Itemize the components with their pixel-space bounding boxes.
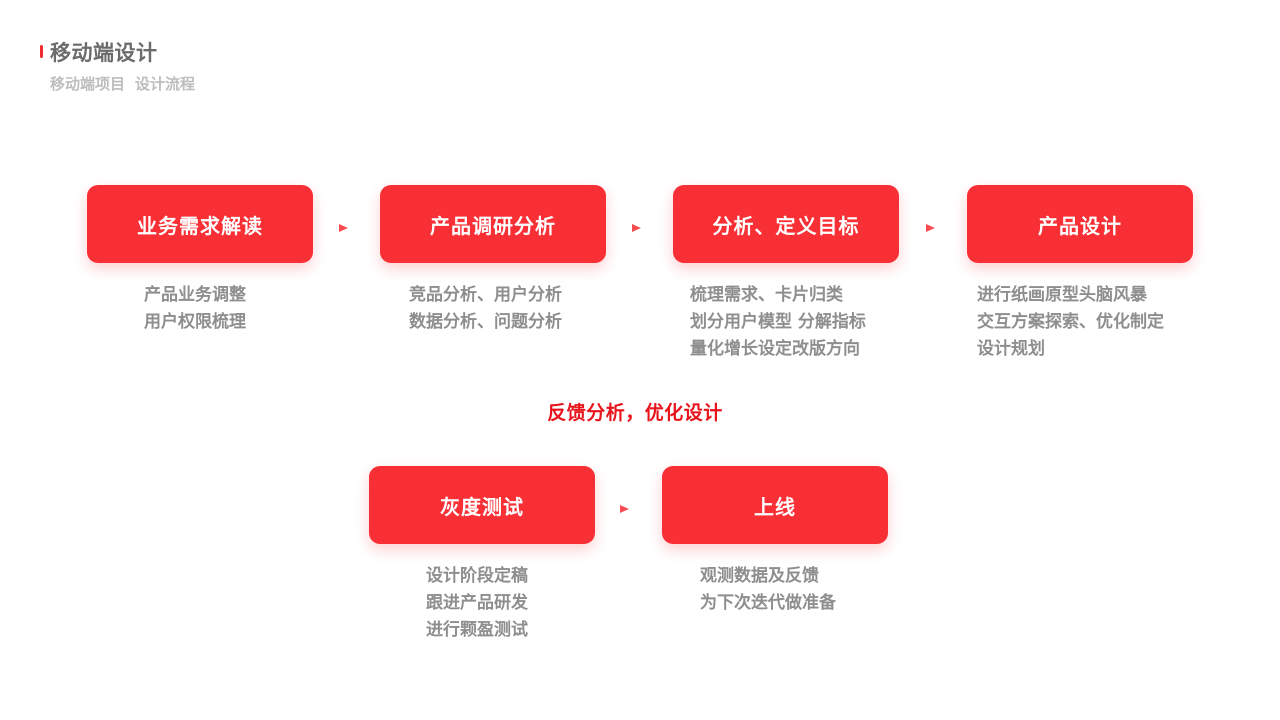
desc-line: 数据分析、问题分析: [409, 312, 562, 332]
desc-line: 设计规划: [977, 339, 1045, 359]
arrow-right-icon: [632, 224, 641, 232]
step-label: 上线: [754, 494, 796, 519]
header-accent-bar: [40, 45, 43, 58]
desc-line: 进行纸画原型头脑风暴: [977, 285, 1147, 305]
step-label: 业务需求解读: [137, 213, 263, 238]
step-label: 产品调研分析: [430, 213, 556, 238]
step-description: 梳理需求、卡片归类 划分用户模型 分解指标 量化增长设定改版方向: [690, 282, 866, 363]
step-launch[interactable]: 上线: [662, 466, 888, 544]
step-label: 分析、定义目标: [712, 213, 860, 238]
step-gray-testing[interactable]: 灰度测试: [369, 466, 595, 544]
step-description: 进行纸画原型头脑风暴 交互方案探索、优化制定 设计规划: [977, 282, 1164, 363]
step-label: 灰度测试: [440, 494, 524, 519]
page-subtitle: 移动端项目设计流程: [50, 73, 195, 94]
step-description: 设计阶段定稿 跟进产品研发 进行颗盈测试: [426, 563, 528, 644]
desc-line: 竞品分析、用户分析: [409, 285, 562, 305]
desc-line: 梳理需求、卡片归类: [690, 285, 843, 305]
subtitle-project: 移动端项目: [50, 75, 126, 93]
desc-line: 跟进产品研发: [426, 593, 528, 613]
desc-line: 划分用户模型 分解指标: [690, 312, 866, 332]
page-title: 移动端设计: [50, 41, 158, 65]
feedback-label: 反馈分析，优化设计: [547, 402, 723, 424]
arrow-right-icon: [620, 505, 629, 513]
desc-line: 产品业务调整: [144, 285, 246, 305]
step-product-research[interactable]: 产品调研分析: [380, 185, 606, 263]
step-define-goals[interactable]: 分析、定义目标: [673, 185, 899, 263]
desc-line: 设计阶段定稿: [426, 566, 528, 586]
desc-line: 进行颗盈测试: [426, 620, 528, 640]
step-description: 观测数据及反馈 为下次迭代做准备: [700, 563, 836, 617]
desc-line: 观测数据及反馈: [700, 566, 819, 586]
desc-line: 用户权限梳理: [144, 312, 246, 332]
step-business-requirements[interactable]: 业务需求解读: [87, 185, 313, 263]
arrow-right-icon: [339, 224, 348, 232]
arrow-right-icon: [926, 224, 935, 232]
desc-line: 量化增长设定改版方向: [690, 339, 860, 359]
desc-line: 为下次迭代做准备: [700, 593, 836, 613]
step-label: 产品设计: [1038, 213, 1122, 238]
step-description: 产品业务调整 用户权限梳理: [144, 282, 246, 336]
desc-line: 交互方案探索、优化制定: [977, 312, 1164, 332]
step-description: 竞品分析、用户分析 数据分析、问题分析: [409, 282, 562, 336]
step-product-design[interactable]: 产品设计: [967, 185, 1193, 263]
subtitle-process: 设计流程: [135, 75, 196, 93]
